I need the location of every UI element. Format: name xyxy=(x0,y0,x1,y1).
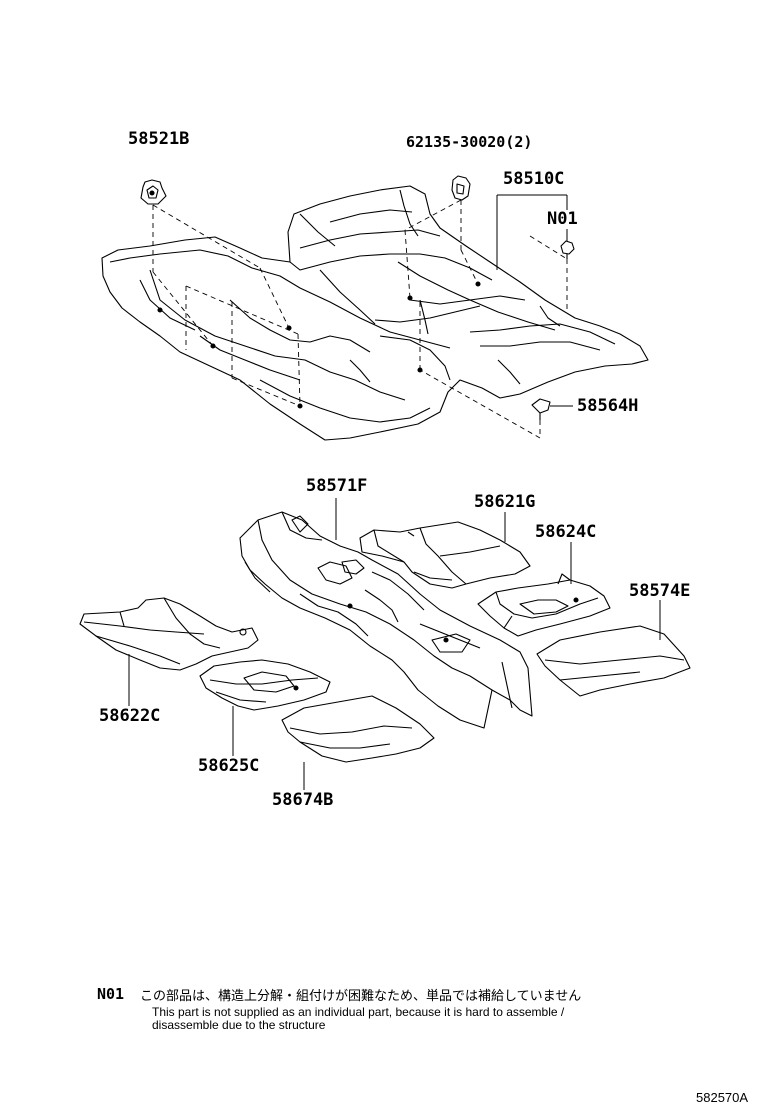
pad-58625C-drawing xyxy=(199,659,331,711)
note-english-text: This part is not supplied as an individu… xyxy=(152,1006,672,1032)
part-label-58624C: 58624C xyxy=(535,522,597,542)
note-english-line-1: This part is not supplied as an individu… xyxy=(152,1005,565,1019)
part-label-58564H: 58564H xyxy=(577,396,639,416)
figure-id: 582570A xyxy=(696,1090,749,1105)
part-label-58574E: 58574E xyxy=(629,581,691,601)
note-japanese-text: この部品は、構造上分解・組付けが困難なため、単品では補給していません xyxy=(140,989,582,1004)
leader-lines-lower xyxy=(128,498,661,790)
part-label-58674B: 58674B xyxy=(272,790,334,810)
pad-58574E-drawing xyxy=(536,625,691,697)
part-label-58571F: 58571F xyxy=(306,476,368,496)
floor-carpet-assembly xyxy=(101,185,649,441)
note-code: N01 xyxy=(97,985,125,1003)
part-label-N01: N01 xyxy=(547,209,578,229)
leader-lines-upper xyxy=(496,194,573,407)
clip-62135-drawing xyxy=(451,175,471,201)
part-label-58625C: 58625C xyxy=(198,756,260,776)
clip-58521B-drawing xyxy=(140,179,167,205)
part-label-58621G: 58621G xyxy=(474,492,536,512)
part-label-58521B: 58521B xyxy=(128,129,190,149)
part-label-58622C: 58622C xyxy=(99,706,161,726)
pad-58674B-drawing xyxy=(281,695,435,763)
pad-58571F-drawing xyxy=(239,511,533,729)
assembly-dashed-lines xyxy=(152,199,568,439)
part-label-58510C: 58510C xyxy=(503,169,565,189)
clip-N01-drawing xyxy=(560,240,575,259)
clip-58564H-drawing xyxy=(531,398,551,420)
pad-58622C-drawing xyxy=(79,597,259,671)
pad-58621G-drawing xyxy=(359,521,531,589)
pad-58624C-drawing xyxy=(477,573,611,637)
note-english-line-2: disassemble due to the structure xyxy=(152,1018,326,1032)
part-label-62135-30020: 62135-30020(2) xyxy=(406,133,533,151)
